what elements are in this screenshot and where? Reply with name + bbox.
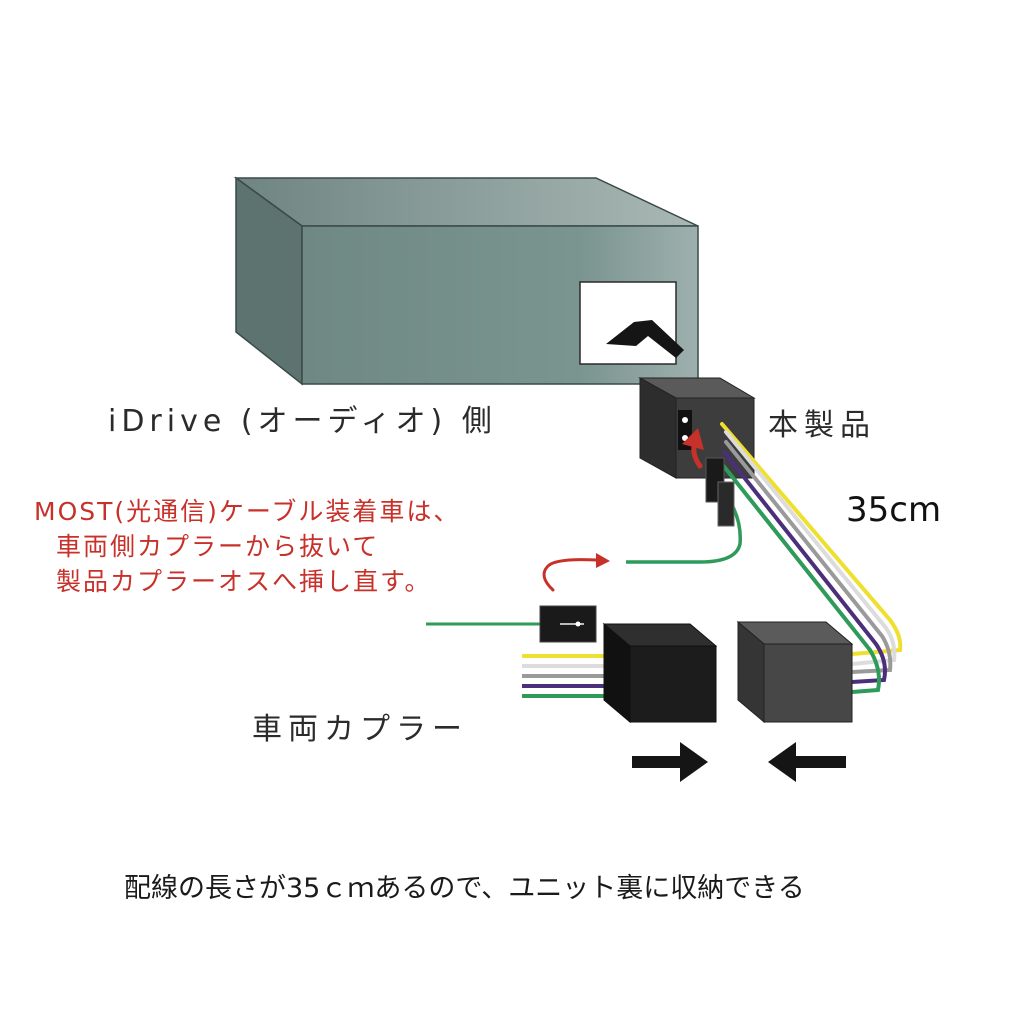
wire-bundle (720, 422, 903, 694)
product-label: 本製品 (768, 408, 876, 443)
note-line: 車両側カプラーから抜いて (56, 532, 380, 561)
idrive-side-label: iDrive (オーディオ) 側 (108, 404, 497, 439)
insert-arrow-icon (606, 320, 684, 358)
product-coupler-front (763, 643, 853, 723)
wire-length-label: 35cm (846, 490, 942, 530)
optical-plug-cap (717, 481, 735, 527)
arrow-head (682, 428, 704, 450)
vehicle-coupler (602, 622, 718, 724)
wire-green (720, 462, 881, 694)
most-optical-plug (626, 428, 742, 564)
head-unit-top (233, 177, 699, 227)
head-unit-box (233, 176, 699, 386)
curved-arrow-icon (542, 558, 598, 592)
product-coupler (736, 620, 854, 724)
connector-pin (575, 621, 581, 627)
socket-pin (682, 417, 688, 423)
most-cable-note: MOST(光通信)ケーブル装着車は、 車両側カプラーから抜いて 製品カプラーオス… (34, 494, 460, 599)
wire-white (724, 430, 897, 666)
arrow-left-icon (768, 742, 846, 782)
wire-yellow (720, 422, 903, 656)
vehicle-coupler-front (629, 645, 717, 723)
vehicle-optical-connector (426, 605, 597, 643)
note-line: 製品カプラーオスへ挿し直す。 (56, 567, 432, 596)
head-unit-port (579, 281, 677, 365)
arrow-head (596, 553, 610, 568)
caption: 配線の長さが35ｃｍあるので、ユニット裏に収納できる (124, 873, 805, 904)
optical-fiber-green (626, 497, 742, 564)
wire-purple (722, 450, 887, 684)
wire-gray (724, 440, 893, 674)
reroute-arrow (542, 553, 610, 592)
vehicle-coupler-label: 車両カプラー (252, 712, 468, 747)
note-line: MOST(光通信)ケーブル装着車は、 (34, 497, 461, 526)
connect-arrow-icons (632, 742, 846, 782)
arrow-right-icon (632, 742, 708, 782)
vehicle-coupler-wires (522, 654, 614, 698)
